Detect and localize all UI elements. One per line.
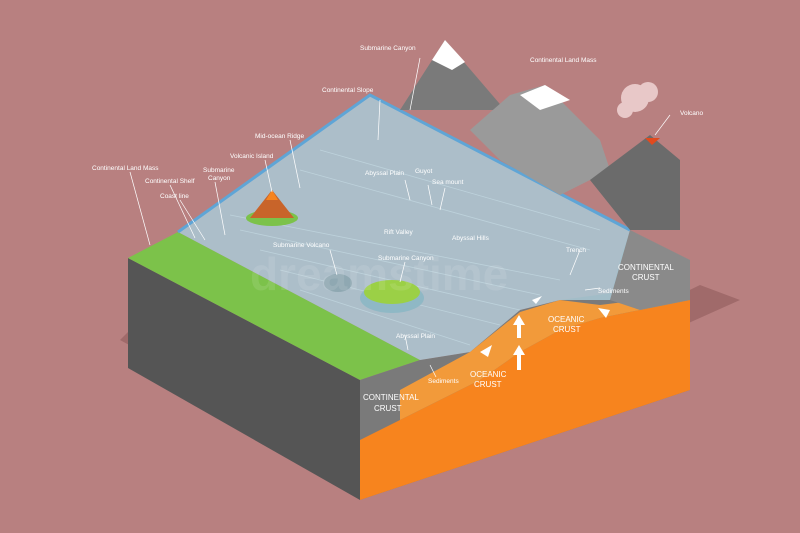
label-submarine-canyon-mid: Submarine Canyon (378, 255, 434, 262)
label-coast-line: Coast line (160, 193, 189, 200)
label-continental-land-mass-left: Continental Land Mass (92, 165, 159, 172)
label-volcanic-island: Volcanic Island (230, 153, 274, 160)
label-submarine-canyon-top: Submarine Canyon (360, 45, 416, 52)
label-continental-land-mass-top: Continental Land Mass (530, 57, 597, 64)
label-sediments-bottom: Sediments (428, 378, 459, 385)
label-submarine-volcano: Submarine Volcano (273, 242, 330, 249)
volcano-smoke-2 (638, 82, 658, 102)
label-submarine-left-2: Canyon (208, 175, 231, 182)
label-guyot: Guyot (415, 168, 433, 175)
label-abyssal-plain-bottom: Abyssal Plain (396, 333, 435, 340)
label-rift-valley: Rift Valley (384, 229, 414, 236)
label-oceanic-crust-right-2: CRUST (553, 325, 581, 334)
label-continental-crust-right-2: CRUST (632, 273, 660, 282)
label-continental-shelf: Continental Shelf (145, 178, 195, 185)
label-volcano: Volcano (680, 110, 704, 117)
label-abyssal-plain-top: Abyssal Plain (365, 170, 404, 177)
label-oceanic-crust-mid-1: OCEANIC (470, 370, 507, 379)
label-sea-mount: Sea mount (432, 179, 464, 186)
label-continental-crust-left-2: CRUST (374, 404, 402, 413)
label-trench: Trench (566, 247, 586, 254)
label-sediments-right: Sediments (598, 288, 629, 295)
label-abyssal-hills: Abyssal Hills (452, 235, 490, 242)
label-oceanic-crust-right-1: OCEANIC (548, 315, 585, 324)
label-mid-ocean-ridge: Mid-ocean Ridge (255, 133, 305, 140)
volcano-smoke-3 (617, 102, 633, 118)
label-oceanic-crust-mid-2: CRUST (474, 380, 502, 389)
label-continental-slope: Continental Slope (322, 87, 374, 94)
label-continental-crust-left-1: CONTINENTAL (363, 393, 419, 402)
label-continental-crust-right-1: CONTINENTAL (618, 263, 674, 272)
label-submarine-left-1: Submarine (203, 167, 235, 174)
